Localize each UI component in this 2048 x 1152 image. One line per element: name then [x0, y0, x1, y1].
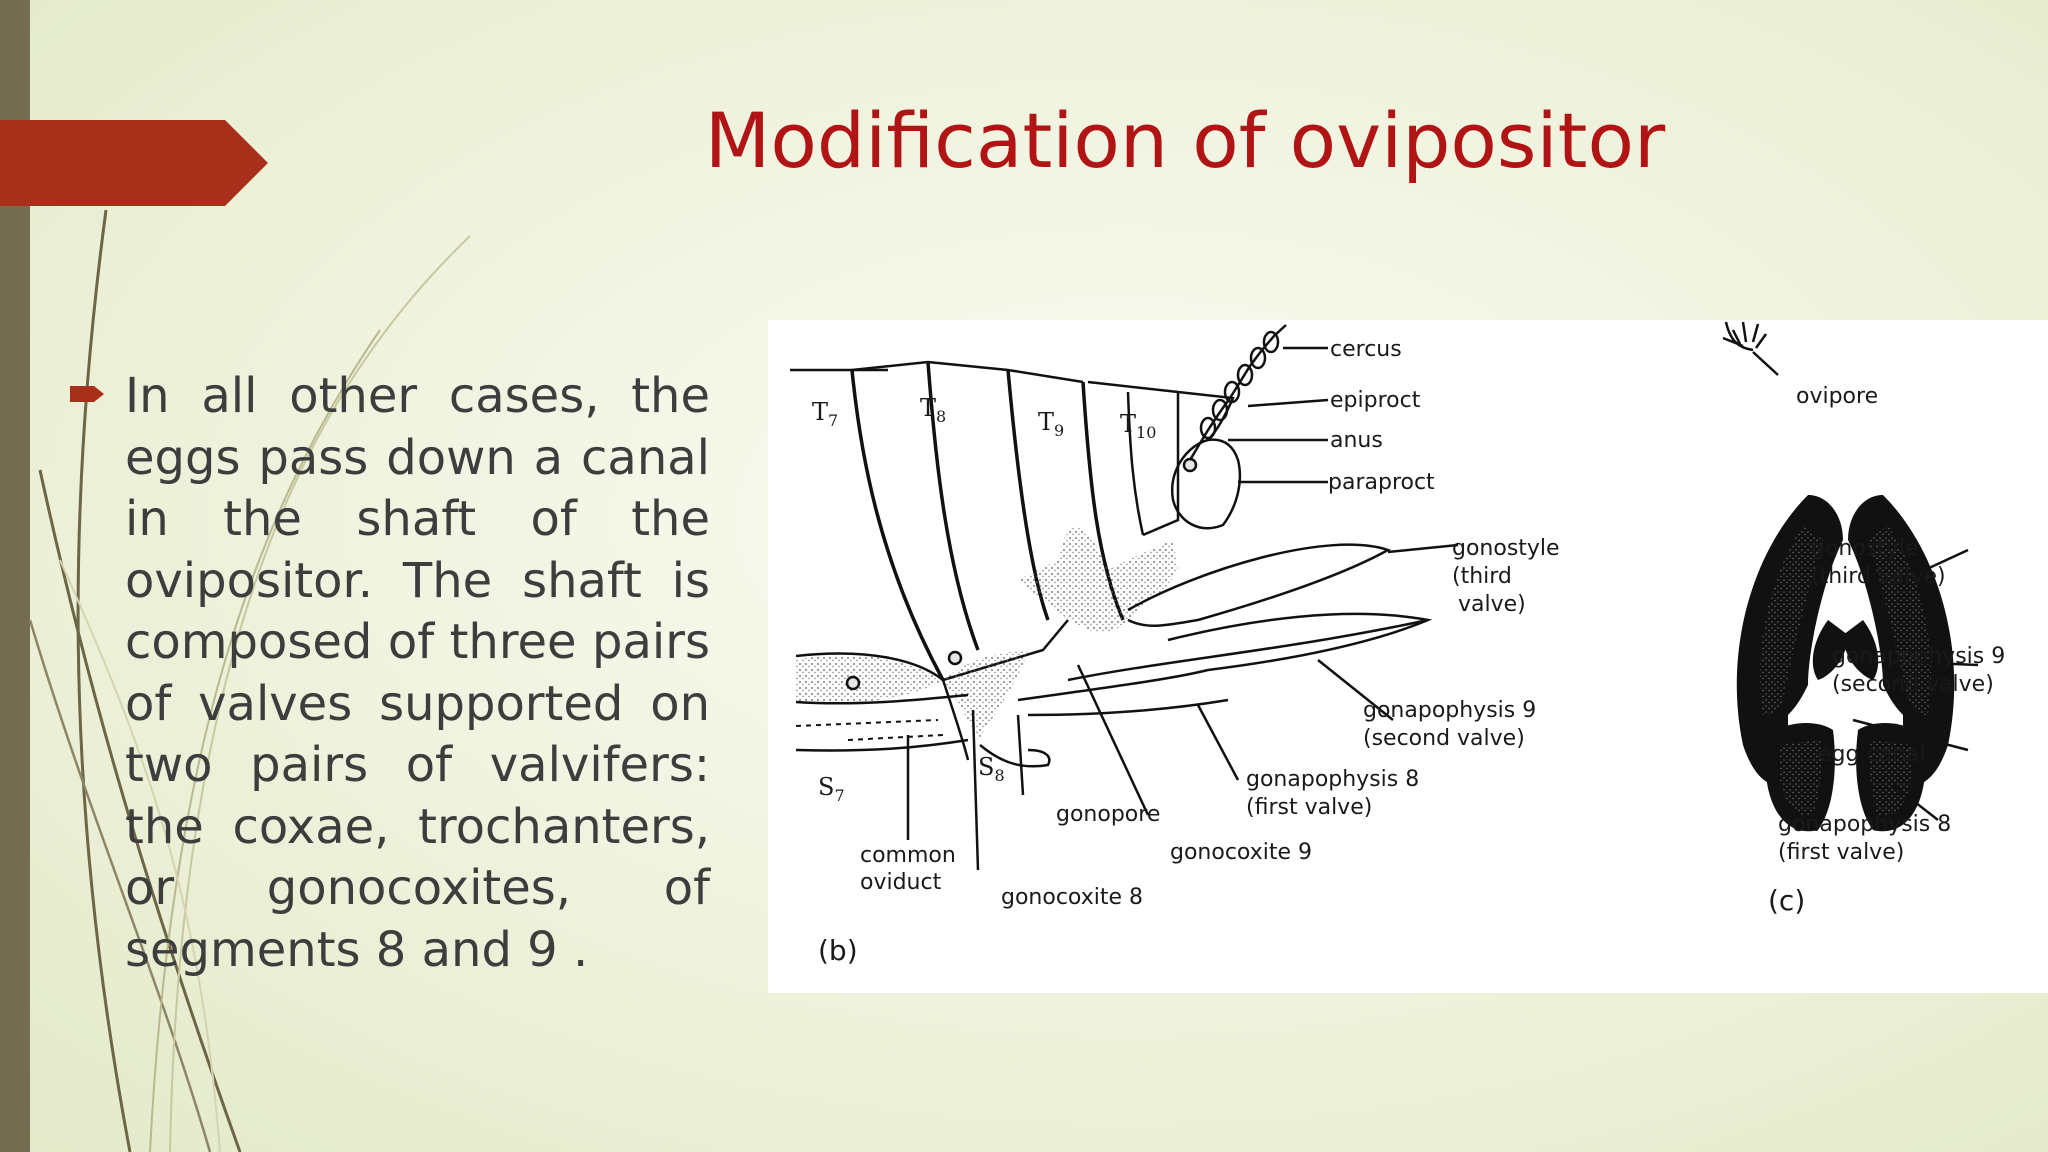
segment-label-t9: T9	[1038, 408, 1064, 440]
segment-label-s7: S7	[818, 773, 845, 805]
label-ovipore: ovipore	[1796, 384, 1878, 409]
label-paraproct: paraproct	[1328, 470, 1435, 495]
ovipositor-diagram-svg: T7 T8 T9 T10 S7 S8 cercus epiproct anus …	[790, 321, 2012, 967]
label-common-oviduct: common oviduct	[860, 843, 963, 895]
label-gonocoxite8: gonocoxite 8	[1001, 885, 1143, 910]
label-gonostyle-c: gonostyle (third valve)	[1811, 536, 1946, 589]
label-gonostyle-b: gonostyle (third valve)	[1452, 536, 1567, 617]
label-gonopore: gonopore	[1056, 802, 1160, 827]
label-gonapophysis9-b: gonapophysis 9 (second valve)	[1363, 698, 1543, 751]
panel-label-b: (b)	[818, 934, 858, 967]
decorative-grass-lines	[28, 209, 471, 1152]
segment-label-t7: T7	[812, 398, 838, 430]
label-gonapophysis9-c: gonapophysis 9 (second valve)	[1832, 644, 2012, 697]
segment-label-t10: T10	[1120, 410, 1156, 442]
bullet-text: In all other cases, the eggs pass down a…	[125, 368, 710, 978]
panel-label-c: (c)	[1768, 884, 1805, 917]
label-cercus: cercus	[1330, 337, 1402, 362]
panel-b-lateral-view: T7 T8 T9 T10 S7 S8 cercus epiproct anus …	[790, 324, 1567, 967]
segment-label-t8: T8	[920, 394, 946, 426]
arrow-bullet-icon	[70, 386, 104, 402]
label-anus: anus	[1330, 428, 1383, 453]
bullet-list-item: In all other cases, the eggs pass down a…	[70, 366, 710, 981]
slide-title: Modification of ovipositor	[704, 96, 1666, 185]
accent-arrow-banner	[0, 120, 268, 206]
ovipositor-diagram: T7 T8 T9 T10 S7 S8 cercus epiproct anus …	[768, 320, 2048, 993]
label-gonapophysis8-b: gonapophysis 8 (first valve)	[1246, 767, 1426, 820]
label-egg-canal: egg canal	[1818, 742, 1926, 767]
panel-c-cross-section: ovipore gonostyle (third valve) gonapoph…	[1722, 321, 2012, 917]
segment-label-s8: S8	[978, 753, 1005, 785]
label-gonapophysis8-c: gonapophysis 8 (first valve)	[1778, 812, 1958, 865]
label-gonocoxite9: gonocoxite 9	[1170, 840, 1312, 865]
label-epiproct: epiproct	[1330, 388, 1421, 413]
